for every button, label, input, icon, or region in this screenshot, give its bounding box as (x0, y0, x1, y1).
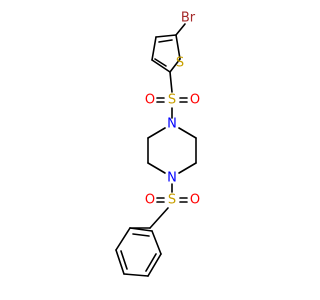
bond-n2-cc (178, 162, 197, 174)
bond-ph-inner-c (132, 233, 150, 237)
bond-ph-2-3 (115, 249, 125, 275)
atom-nitrogen-top: N (167, 117, 177, 132)
bond-layer (115, 23, 197, 277)
bond-cd-n1 (178, 127, 197, 139)
bond-c2-s1 (169, 71, 173, 93)
molecule-structure-diagram: Br S S O O N N S O O (115, 11, 200, 277)
bond-s2-ch2 (149, 207, 169, 229)
atom-sulfonyl2-oxygen-left: O (145, 193, 155, 208)
bond-ph-6-1 (129, 227, 153, 232)
atom-sulfonyl1-oxygen-left: O (145, 93, 155, 108)
atom-thiophene-sulfur: S (176, 56, 184, 71)
bond-ph-3-4 (123, 273, 149, 277)
bond-ph-1-2 (115, 227, 131, 251)
bond-c3-c4 (151, 36, 157, 61)
atom-sulfonyl2-sulfur: S (168, 193, 176, 208)
bond-s-c2 (169, 58, 181, 73)
bond-ph-5-6 (151, 230, 162, 255)
atom-sulfonyl1-sulfur: S (168, 93, 176, 108)
bond-ph-inner-b (145, 253, 157, 272)
atom-bromine: Br (181, 11, 196, 26)
bond-c4-c5-double (158, 39, 173, 43)
bond-ph-4-5 (147, 253, 162, 277)
bond-n1-ca (147, 127, 166, 139)
bond-c5-s (175, 34, 181, 60)
atom-nitrogen-bottom: N (167, 171, 177, 186)
bond-br-c (175, 23, 186, 36)
bond-c2-c3-double (154, 58, 167, 67)
atom-sulfonyl2-oxygen-right: O (190, 193, 200, 208)
bond-c4-c5 (155, 34, 177, 38)
atom-sulfonyl1-oxygen-right: O (190, 93, 200, 108)
atom-label-layer: Br S S O O N N S O O (145, 11, 200, 208)
bond-ph-inner-a (120, 250, 128, 270)
bond-c2-c3 (151, 59, 171, 73)
bond-cb-n2 (147, 162, 166, 174)
